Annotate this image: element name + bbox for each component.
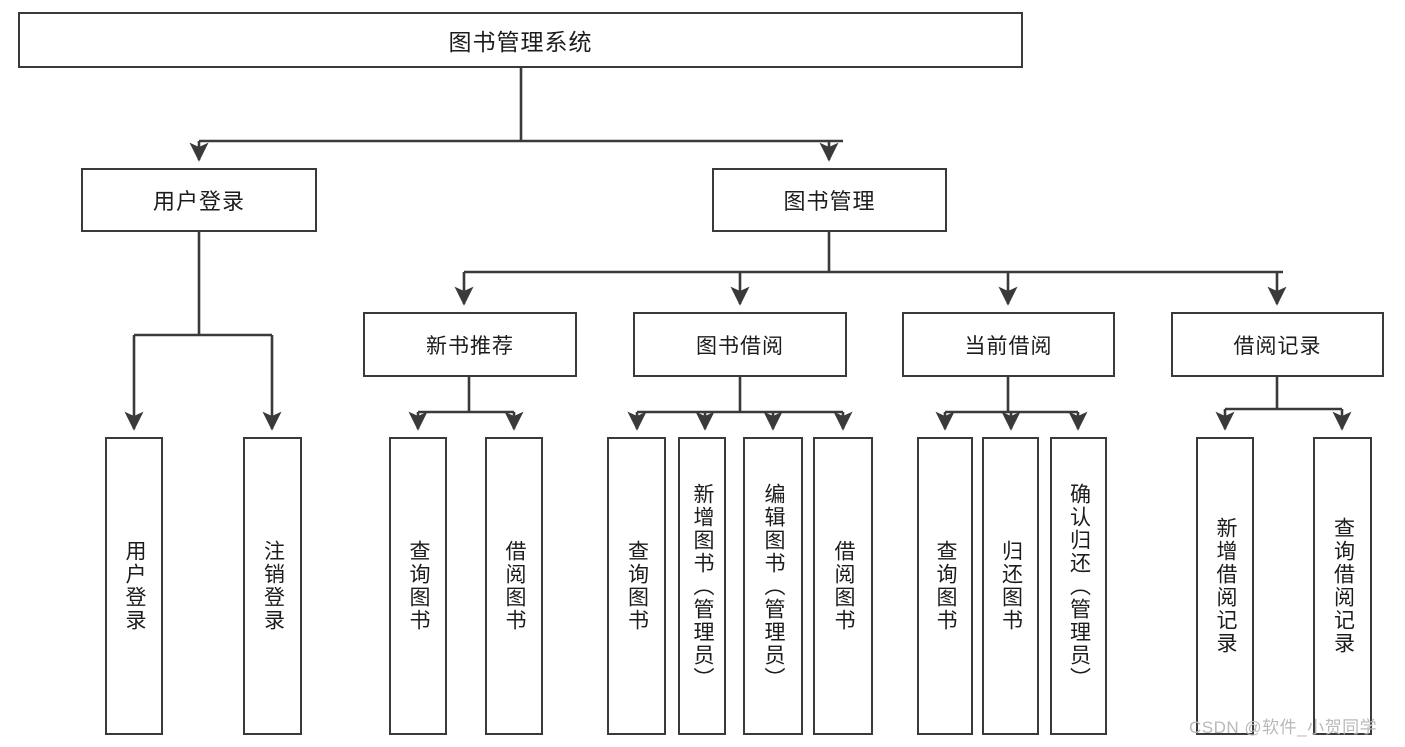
leaf-borrow-query-book-label: 查询图书	[625, 540, 649, 632]
node-new-book-recommend[interactable]: 新书推荐	[363, 312, 577, 377]
leaf-records-query[interactable]: 查询借阅记录	[1313, 437, 1372, 735]
node-book-management-label: 图书管理	[783, 189, 876, 214]
leaf-borrow-borrow-book[interactable]: 借阅图书	[813, 437, 873, 735]
node-root-label: 图书管理系统	[448, 29, 593, 55]
leaf-borrow-edit-book-label: 编辑图书（管理员）	[762, 482, 786, 690]
leaf-borrow-borrow-book-label: 借阅图书	[832, 540, 856, 632]
leaf-new-book-borrow-label: 借阅图书	[503, 540, 527, 632]
leaf-current-confirm-return-label: 确认归还（管理员）	[1067, 482, 1091, 690]
leaf-current-return-book[interactable]: 归还图书	[982, 437, 1039, 735]
node-user-login[interactable]: 用户登录	[81, 168, 317, 232]
node-borrow-records[interactable]: 借阅记录	[1171, 312, 1384, 377]
leaf-user-login[interactable]: 用户登录	[105, 437, 163, 735]
node-book-borrow-label: 图书借阅	[696, 334, 784, 358]
leaf-borrow-add-book-label: 新增图书（管理员）	[691, 482, 715, 690]
leaf-borrow-query-book[interactable]: 查询图书	[607, 437, 666, 735]
node-book-borrow[interactable]: 图书借阅	[633, 312, 847, 377]
leaf-user-login-label: 用户登录	[123, 540, 147, 632]
leaf-logout[interactable]: 注销登录	[243, 437, 302, 735]
leaf-new-book-query[interactable]: 查询图书	[389, 437, 447, 735]
leaf-records-query-label: 查询借阅记录	[1331, 517, 1355, 655]
leaf-current-return-book-label: 归还图书	[999, 540, 1023, 632]
node-root[interactable]: 图书管理系统	[18, 12, 1023, 68]
node-borrow-records-label: 借阅记录	[1233, 334, 1322, 358]
node-new-book-recommend-label: 新书推荐	[426, 334, 514, 358]
leaf-records-add-label: 新增借阅记录	[1214, 517, 1238, 655]
leaf-borrow-edit-book[interactable]: 编辑图书（管理员）	[743, 437, 803, 735]
leaf-borrow-add-book[interactable]: 新增图书（管理员）	[678, 437, 726, 735]
leaf-records-add[interactable]: 新增借阅记录	[1196, 437, 1254, 735]
leaf-current-confirm-return[interactable]: 确认归还（管理员）	[1050, 437, 1107, 735]
node-current-borrow[interactable]: 当前借阅	[902, 312, 1115, 377]
leaf-current-query-book[interactable]: 查询图书	[917, 437, 973, 735]
node-current-borrow-label: 当前借阅	[964, 334, 1053, 358]
leaf-current-query-book-label: 查询图书	[934, 540, 958, 632]
leaf-new-book-borrow[interactable]: 借阅图书	[485, 437, 543, 735]
leaf-logout-label: 注销登录	[261, 540, 285, 632]
leaf-new-book-query-label: 查询图书	[407, 540, 431, 632]
node-user-login-label: 用户登录	[152, 189, 245, 214]
node-book-management[interactable]: 图书管理	[712, 168, 947, 232]
